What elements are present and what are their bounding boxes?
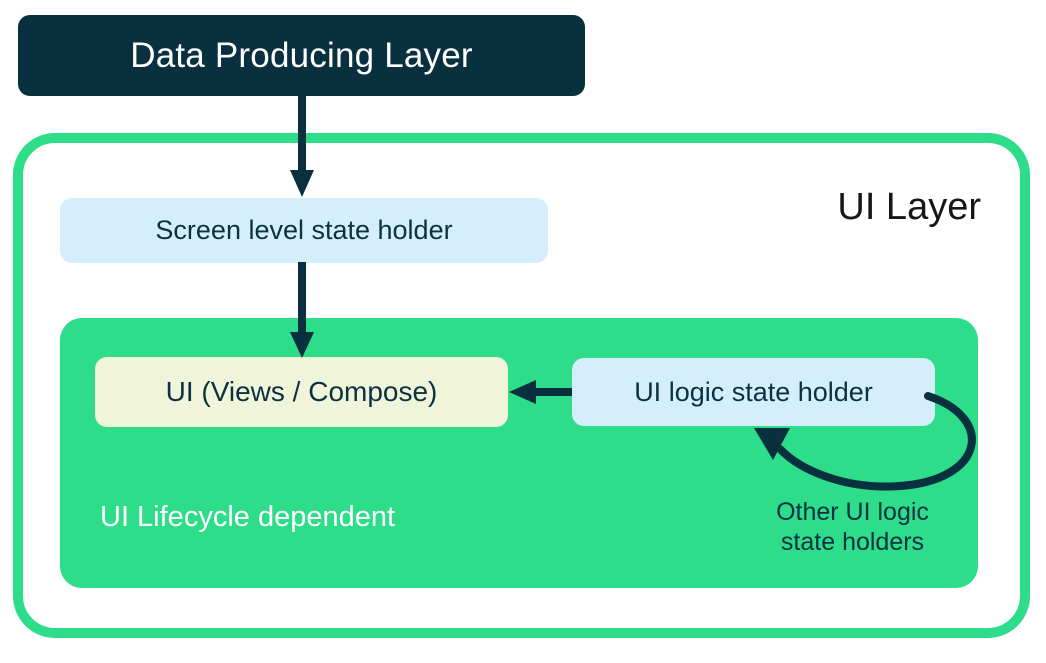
other-ui-logic-state-holders-line2: state holders xyxy=(780,527,925,556)
screen-level-state-holder-label: Screen level state holder xyxy=(155,215,453,245)
ui-layer-title: UI Layer xyxy=(837,186,981,228)
ui-lifecycle-dependent-label: UI Lifecycle dependent xyxy=(100,501,396,533)
ui-logic-state-holder-box: UI logic state holder xyxy=(572,358,935,426)
data-producing-layer-label: Data Producing Layer xyxy=(130,36,473,75)
data-producing-layer-box: Data Producing Layer xyxy=(18,15,585,96)
screen-level-state-holder-box: Screen level state holder xyxy=(60,198,548,263)
ui-layer-container xyxy=(13,133,1030,638)
ui-views-compose-box: UI (Views / Compose) xyxy=(95,357,508,427)
other-ui-logic-state-holders-line1: Other UI logic xyxy=(776,498,929,526)
other-ui-logic-state-holders-label: Other UI logic state holders xyxy=(745,498,960,557)
ui-logic-state-holder-label: UI logic state holder xyxy=(634,376,873,407)
ui-views-compose-label: UI (Views / Compose) xyxy=(165,376,438,407)
